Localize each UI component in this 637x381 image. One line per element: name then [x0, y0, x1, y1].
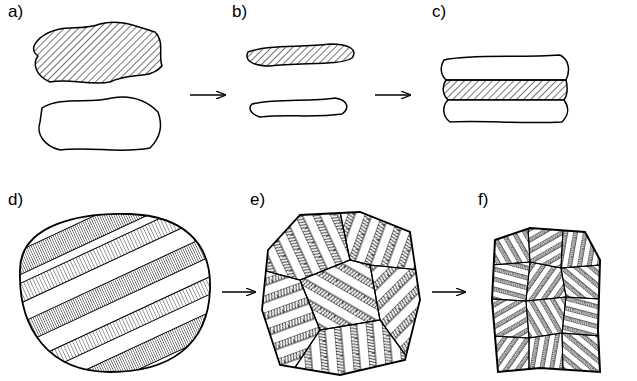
panel-label: b): [232, 2, 247, 22]
panel-label: e): [250, 190, 265, 210]
panel-label: d): [8, 190, 23, 210]
panel-label: f): [478, 190, 488, 210]
panel-label: c): [432, 2, 446, 22]
panel-label: a): [8, 2, 23, 22]
